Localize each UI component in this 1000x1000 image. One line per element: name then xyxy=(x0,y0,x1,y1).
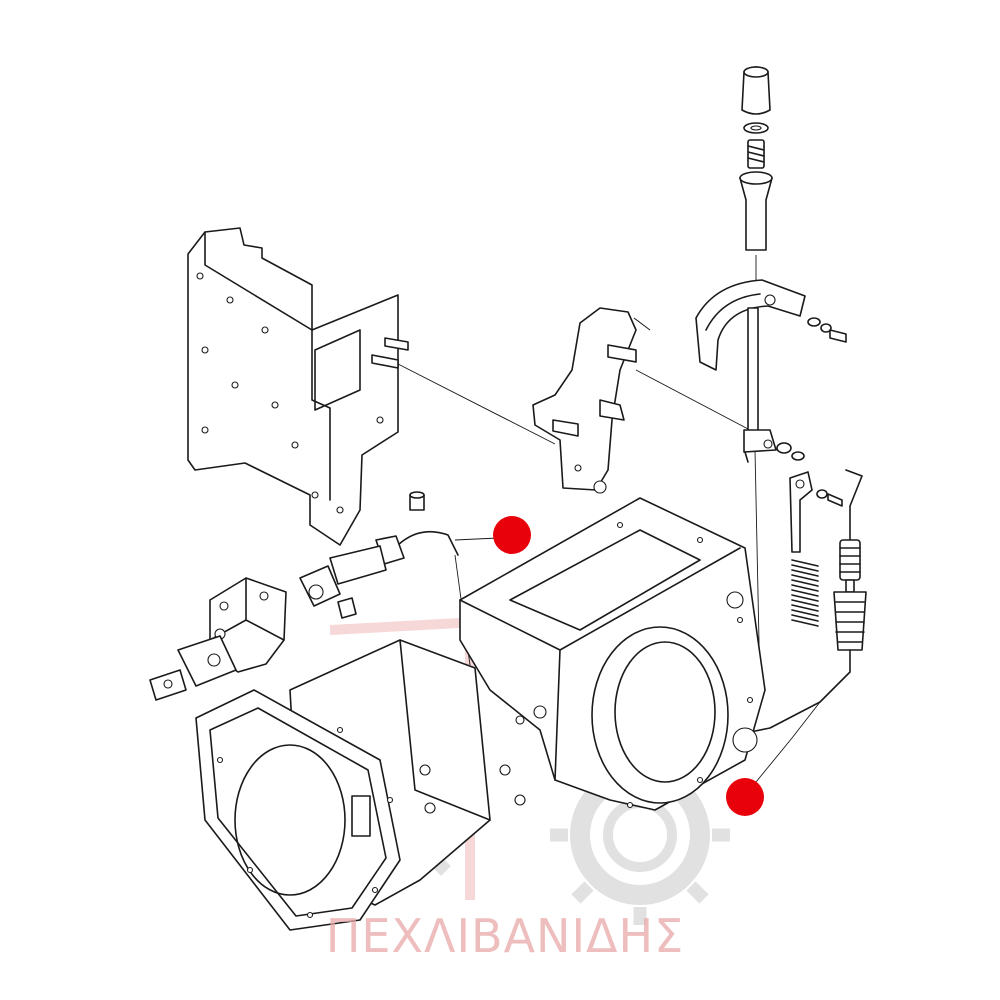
transmission-housing xyxy=(195,497,766,931)
lever-link-arm xyxy=(789,471,813,553)
lever-quadrant xyxy=(695,279,806,371)
callouts xyxy=(454,516,821,816)
lever-spring xyxy=(747,139,765,169)
valve-block xyxy=(149,577,287,701)
watermark-text: ΠΕΧΛΙΒΑΝΙΔΗΣ xyxy=(326,909,684,963)
lever-hardware xyxy=(776,317,847,507)
callout-lever-cable[interactable] xyxy=(726,778,764,816)
pivot-bracket xyxy=(532,307,651,494)
plate-studs xyxy=(371,337,409,369)
lever-knob xyxy=(741,66,771,134)
sensor-assembly xyxy=(299,491,459,619)
lever-sleeve xyxy=(739,171,773,285)
callout-sensor-cable[interactable] xyxy=(493,516,531,554)
lever-rod xyxy=(743,307,777,463)
return-spring xyxy=(791,559,819,627)
mounting-plate xyxy=(187,227,399,546)
